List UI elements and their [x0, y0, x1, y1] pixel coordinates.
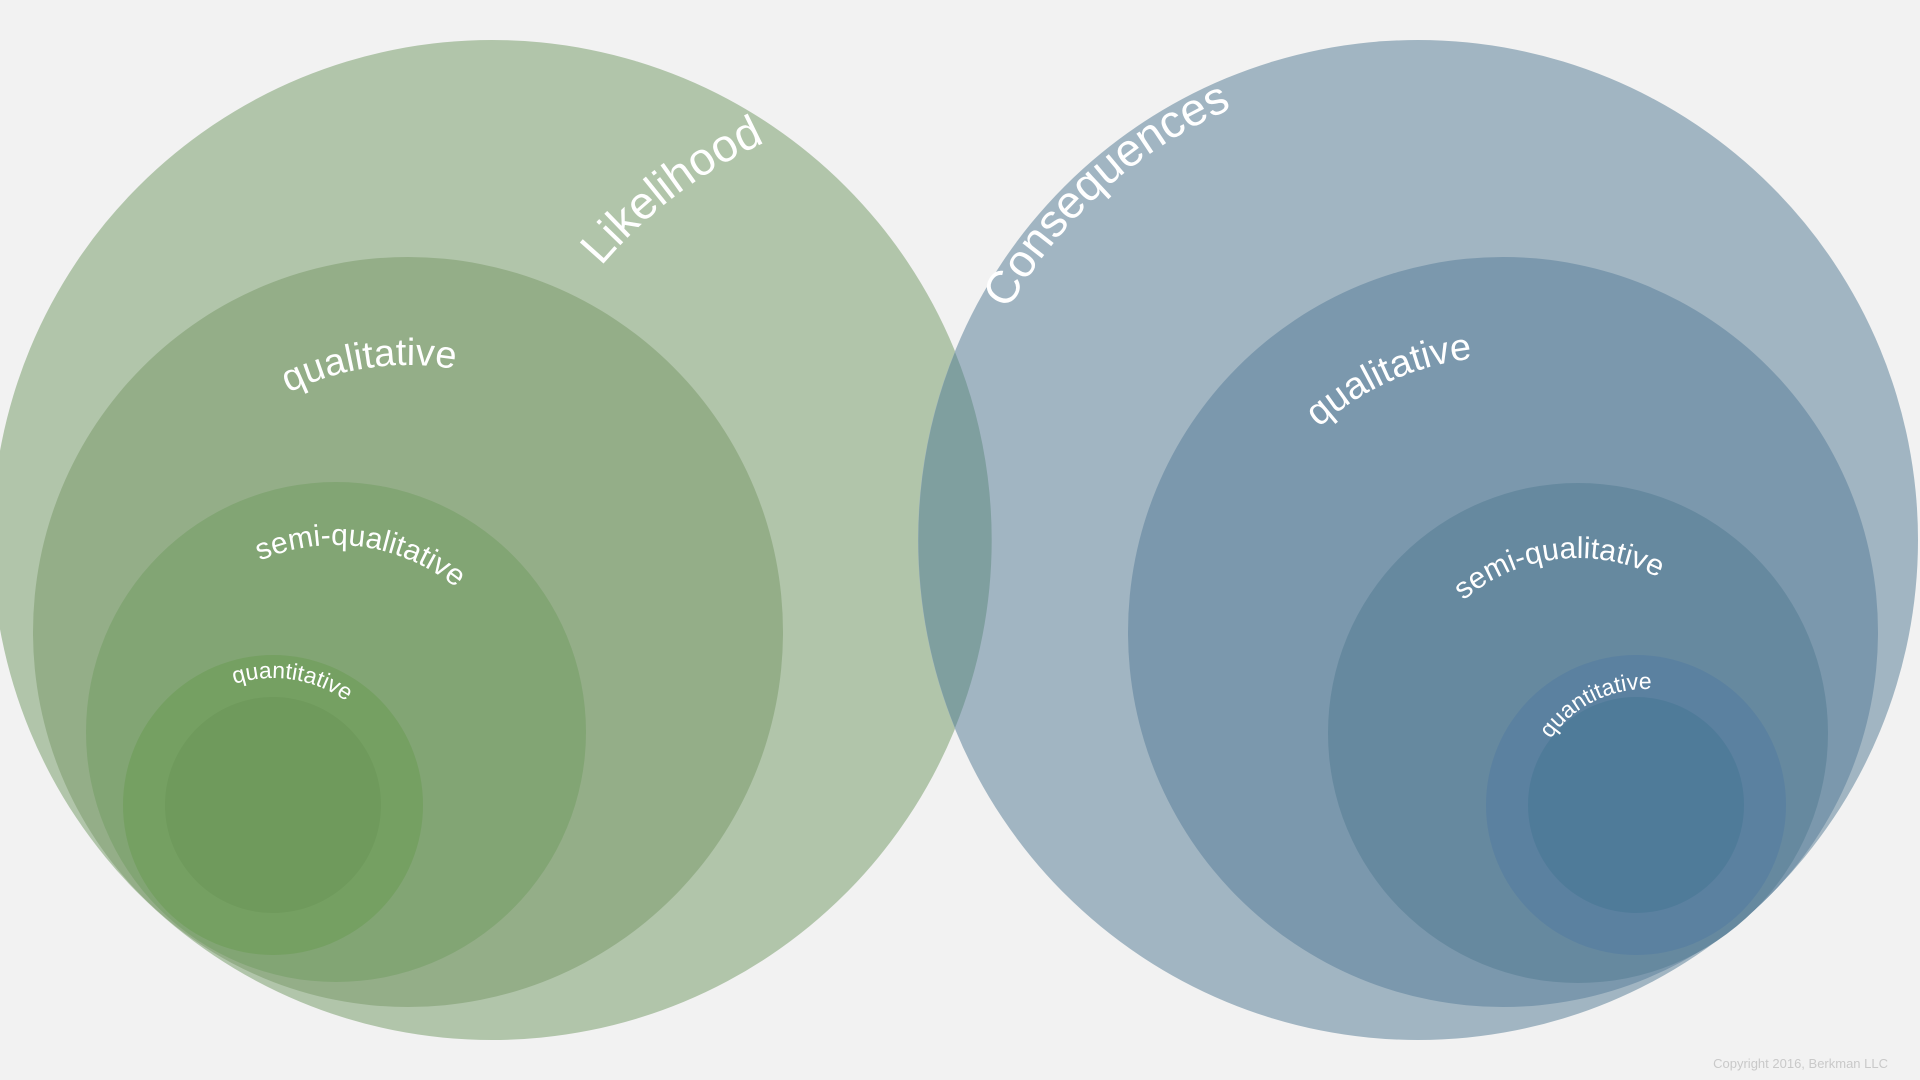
copyright-text: Copyright 2016, Berkman LLC: [1713, 1056, 1888, 1071]
overlap-lens: [918, 352, 992, 728]
likelihood-quantitative-core: [165, 697, 381, 913]
consequences-quantitative-core: [1528, 697, 1744, 913]
